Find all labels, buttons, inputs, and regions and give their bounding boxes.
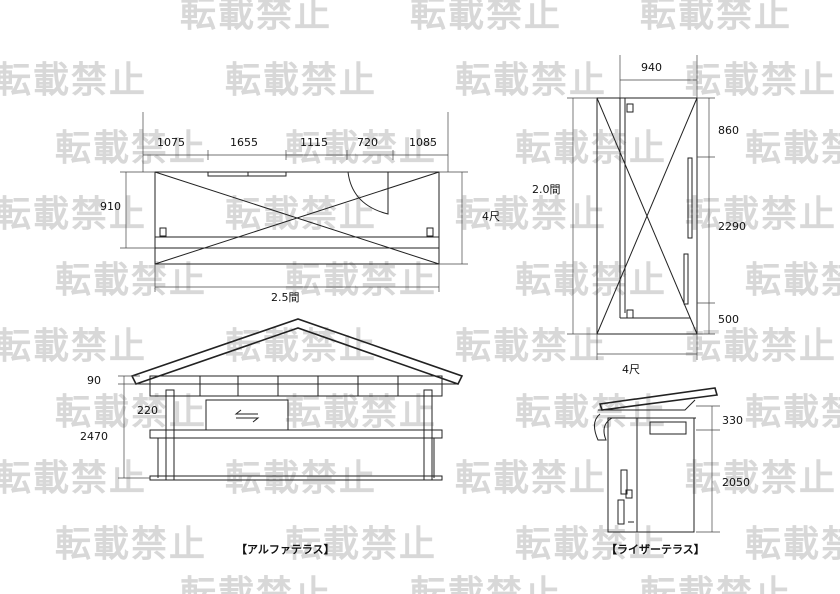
watermark-text: 転載禁止 <box>685 194 837 235</box>
watermark-text: 転載禁止 <box>745 128 840 169</box>
watermark-text: 転載禁止 <box>285 392 437 433</box>
dim-seg-top: 860 <box>718 124 739 137</box>
watermark-text: 転載禁止 <box>515 260 667 301</box>
dim-depth-left: 910 <box>100 200 121 213</box>
dim-riser-height: 2050 <box>722 476 750 489</box>
dim-depth-right: 4尺 <box>482 210 500 223</box>
elevation-alpha: 90 220 2470 【アルファテラス】 <box>80 318 464 556</box>
dim-height-alpha: 2470 <box>80 430 108 443</box>
dim-span-2: 1655 <box>230 136 258 149</box>
dim-90: 90 <box>87 374 101 387</box>
watermark-text: 転載禁止 <box>285 524 437 565</box>
dim-seg-mid: 2290 <box>718 220 746 233</box>
watermark-text: 転載禁止 <box>685 458 837 499</box>
watermark-text: 転載禁止 <box>55 260 207 301</box>
caption-riser-terrace: 【ライザーテラス】 <box>606 543 705 556</box>
watermark-text: 転載禁止 <box>455 458 607 499</box>
watermark-text: 転載禁止 <box>745 260 840 301</box>
dim-top-width: 940 <box>641 61 662 74</box>
dim-span-4: 720 <box>357 136 378 149</box>
watermark-text: 転載禁止 <box>640 574 792 594</box>
watermark-text: 転載禁止 <box>0 326 147 367</box>
dim-riser-top: 330 <box>722 414 743 427</box>
elevation-riser: 330 2050 【ライザーテラス】 <box>594 387 750 556</box>
watermark-text: 転載禁止 <box>225 60 377 101</box>
watermark-text: 転載禁止 <box>55 524 207 565</box>
watermark-text: 転載禁止 <box>285 128 437 169</box>
watermark-text: 転載禁止 <box>455 326 607 367</box>
dim-bottom-width: 4尺 <box>622 363 640 376</box>
watermark-text: 転載禁止 <box>515 128 667 169</box>
dim-220: 220 <box>137 404 158 417</box>
watermark-text: 転載禁止 <box>180 0 332 35</box>
watermark-text: 転載禁止 <box>225 458 377 499</box>
watermark-text: 転載禁止 <box>455 60 607 101</box>
dim-span-5: 1085 <box>409 136 437 149</box>
watermark-text: 転載禁止 <box>410 0 562 35</box>
watermark-text: 転載禁止 <box>685 326 837 367</box>
plan-view-riser: 940 2.0間 860 2290 500 4尺 <box>532 55 746 376</box>
dim-span-3: 1115 <box>300 136 328 149</box>
watermark-text: 転載禁止 <box>0 194 147 235</box>
dim-height-total: 2.0間 <box>532 183 561 196</box>
dim-total-width: 2.5間 <box>271 291 300 304</box>
dim-seg-bottom: 500 <box>718 313 739 326</box>
watermark-text: 転載禁止 <box>455 194 607 235</box>
watermark-text: 転載禁止 <box>225 326 377 367</box>
watermark-text: 転載禁止 <box>285 260 437 301</box>
watermark-text: 転載禁止 <box>0 458 147 499</box>
plan-view-alpha: 1075 1655 1115 720 1085 910 4尺 2. <box>100 112 500 304</box>
watermark-text: 転載禁止 <box>745 524 840 565</box>
watermark-text: 転載禁止 <box>640 0 792 35</box>
watermark-text: 転載禁止 <box>685 60 837 101</box>
watermark-text: 転載禁止 <box>225 194 377 235</box>
dim-span-1: 1075 <box>157 136 185 149</box>
caption-alpha-terrace: 【アルファテラス】 <box>236 543 335 556</box>
watermark-text: 転載禁止 <box>55 128 207 169</box>
watermark-text: 転載禁止 <box>410 574 562 594</box>
watermark-text: 転載禁止 <box>745 392 840 433</box>
watermark-text: 転載禁止 <box>515 524 667 565</box>
watermark-text: 転載禁止 <box>0 60 147 101</box>
watermark-text: 転載禁止 <box>55 392 207 433</box>
watermark-text: 転載禁止 <box>180 574 332 594</box>
